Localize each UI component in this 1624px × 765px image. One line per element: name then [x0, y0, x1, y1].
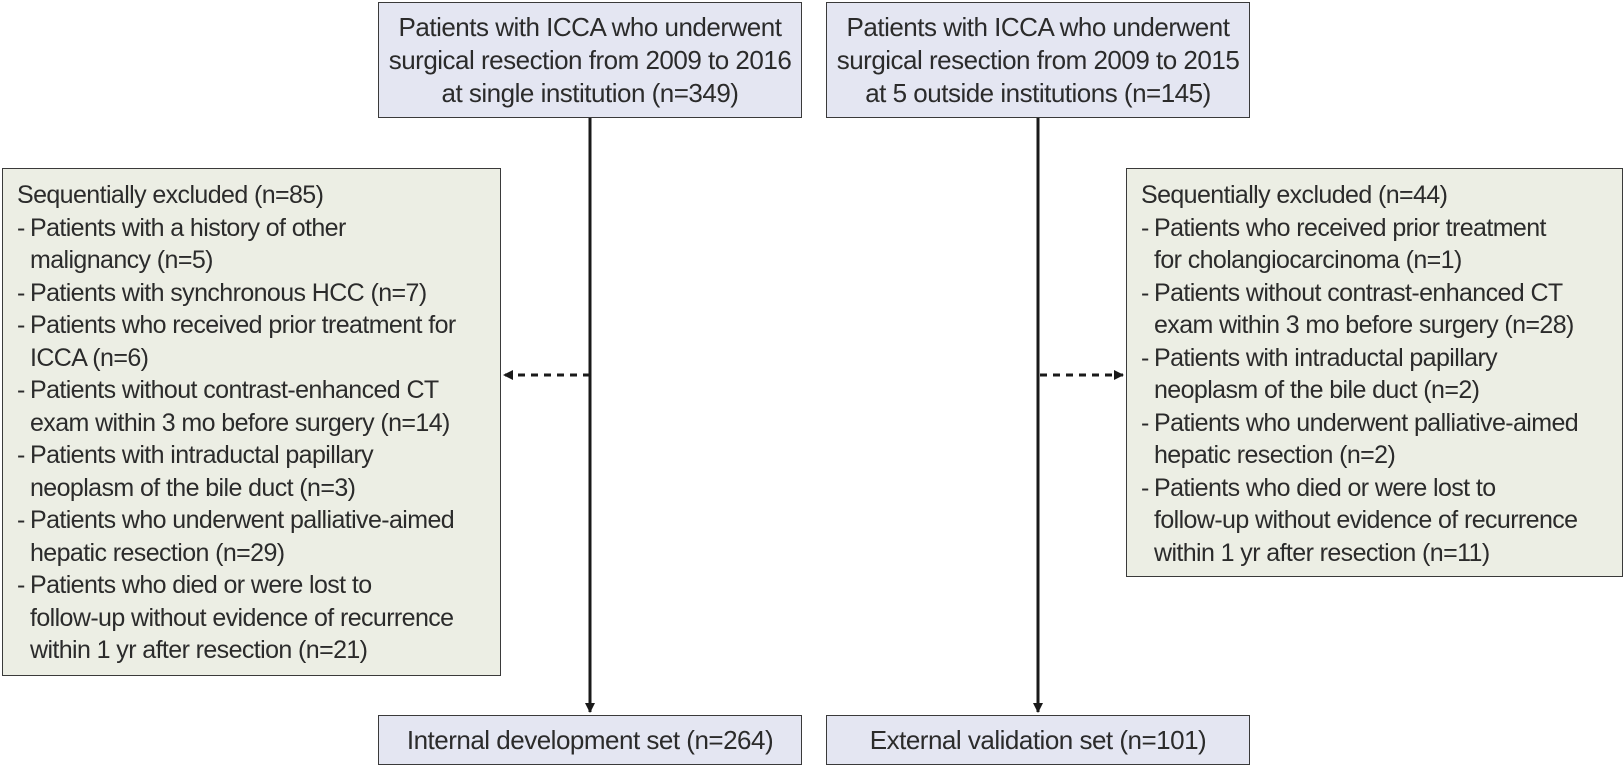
external-cohort-box: Patients with ICCA who underwent surgica…	[826, 2, 1250, 118]
exclusion-item-line: Patients with intraductal papillary	[1154, 343, 1498, 372]
exclusion-item-line: within 1 yr after resection (n=21)	[30, 636, 368, 664]
exclusion-item: - Patients who received prior treatment …	[17, 309, 486, 374]
exclusion-item: - Patients with intraductal papillary ne…	[17, 439, 486, 504]
exclusion-item-line: within 1 yr after resection (n=11)	[1154, 538, 1490, 567]
exclusion-item-line: for cholangiocarcinoma (n=1)	[1154, 246, 1462, 274]
external-cohort-line: at 5 outside institutions (n=145)	[865, 77, 1211, 108]
external-validation-set-box: External validation set (n=101)	[826, 715, 1250, 765]
exclusion-item-line: Patients who died or were lost to	[1154, 473, 1496, 502]
exclusion-item-line: Patients with a history of other	[30, 213, 346, 242]
exclusion-item-line: neoplasm of the bile duct (n=3)	[30, 473, 356, 502]
internal-cohort-box: Patients with ICCA who underwent surgica…	[378, 2, 802, 118]
exclusion-item: - Patients without contrast-enhanced CT …	[1141, 277, 1608, 342]
internal-cohort-line: surgical resection from 2009 to 2016	[388, 44, 792, 75]
external-cohort-line: surgical resection from 2009 to 2015	[836, 44, 1240, 75]
exclusion-item: - Patients without contrast-enhanced CT …	[17, 374, 486, 439]
exclusion-item-line: malignancy (n=5)	[30, 246, 213, 274]
exclusion-item-line: Patients with intraductal papillary	[30, 441, 374, 469]
external-validation-set-label: External validation set (n=101)	[869, 724, 1207, 755]
external-cohort-line: Patients with ICCA who underwent	[846, 11, 1230, 42]
exclusion-item: - Patients with synchronous HCC (n=7)	[17, 277, 486, 310]
internal-cohort-line: at single institution (n=349)	[441, 77, 739, 108]
exclusion-item-line: Patients who received prior treatment	[1154, 213, 1546, 242]
exclusion-item-line: Patients with synchronous HCC (n=7)	[30, 278, 427, 307]
internal-development-set-box: Internal development set (n=264)	[378, 715, 802, 765]
exclusion-item: - Patients who received prior treatment …	[1141, 212, 1608, 277]
external-exclusion-box: Sequentially excluded (n=44) - Patients …	[1126, 168, 1623, 577]
exclusion-item-line: follow-up without evidence of recurrence	[1154, 506, 1578, 534]
exclusion-item-line: hepatic resection (n=2)	[1154, 441, 1396, 469]
exclusion-item: - Patients who died or were lost to foll…	[17, 569, 486, 667]
external-exclusion-heading: Sequentially excluded (n=44)	[1141, 181, 1448, 209]
exclusion-item-line: Patients who died or were lost to	[30, 571, 372, 599]
exclusion-item-line: Patients who underwent palliative-aimed	[1154, 408, 1579, 437]
exclusion-item-line: Patients who received prior treatment fo…	[30, 311, 456, 339]
exclusion-item: - Patients who underwent palliative-aime…	[1141, 407, 1608, 472]
exclusion-item-line: Patients without contrast-enhanced CT	[1154, 278, 1563, 307]
exclusion-item: - Patients with intraductal papillary ne…	[1141, 342, 1608, 407]
exclusion-item-line: Patients who underwent palliative-aimed	[30, 506, 455, 534]
exclusion-item-line: follow-up without evidence of recurrence	[30, 603, 454, 632]
exclusion-item: - Patients who underwent palliative-aime…	[17, 504, 486, 569]
exclusion-item-line: ICCA (n=6)	[30, 343, 149, 372]
internal-cohort-line: Patients with ICCA who underwent	[398, 11, 782, 42]
external-exclusion-list: - Patients who received prior treatment …	[1141, 212, 1608, 570]
exclusion-item-line: exam within 3 mo before surgery (n=14)	[30, 408, 450, 437]
exclusion-item-line: hepatic resection (n=29)	[30, 538, 285, 567]
internal-development-set-label: Internal development set (n=264)	[406, 724, 774, 755]
exclusion-item: - Patients with a history of other malig…	[17, 212, 486, 277]
exclusion-item-line: neoplasm of the bile duct (n=2)	[1154, 376, 1480, 404]
exclusion-item: - Patients who died or were lost to foll…	[1141, 472, 1608, 570]
internal-exclusion-heading: Sequentially excluded (n=85)	[17, 181, 324, 209]
internal-exclusion-list: - Patients with a history of other malig…	[17, 212, 486, 667]
internal-exclusion-box: Sequentially excluded (n=85) - Patients …	[2, 168, 501, 676]
exclusion-item-line: exam within 3 mo before surgery (n=28)	[1154, 311, 1574, 339]
exclusion-item-line: Patients without contrast-enhanced CT	[30, 376, 439, 404]
